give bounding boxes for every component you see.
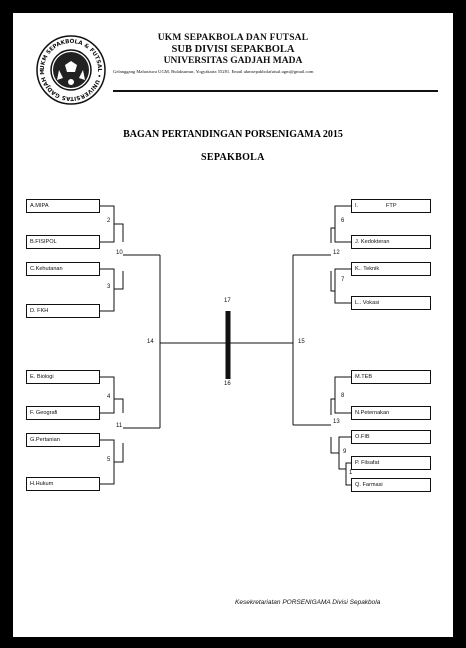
team-label-extra: FTP <box>386 203 397 209</box>
team-box-kehutanan: C.Kehutanan <box>26 262 100 276</box>
match-number: 3 <box>107 284 111 290</box>
page-subtitle: SEPAKBOLA <box>201 152 265 163</box>
header-org-name: UKM SEPAKBOLA DAN FUTSAL <box>157 33 309 43</box>
team-label: L.. Vokasi <box>355 300 380 306</box>
team-box-peternakan: N.Peternakan <box>351 406 431 420</box>
bracket-lines <box>100 205 351 486</box>
team-label: I. <box>355 203 359 209</box>
team-box-biologi: E. Biologi <box>26 370 100 384</box>
team-label: C.Kehutanan <box>30 266 63 272</box>
match-number: 4 <box>107 394 111 400</box>
team-label: Q. Farmasi <box>355 482 383 488</box>
match-number: 9 <box>343 449 347 455</box>
team-label: P. Filsafat <box>355 460 380 466</box>
team-box-kedokteran: J. Kedokteran <box>351 235 431 249</box>
team-box-farmasi: Q. Farmasi <box>351 478 431 492</box>
match-number: 13 <box>333 419 340 425</box>
team-box-fkh: D. FKH <box>26 304 100 318</box>
team-label: K.. Teknik <box>355 266 380 272</box>
footer-text: Kesekretariatan PORSENIGAMA Divisi Sepak… <box>235 599 381 606</box>
final-match-number: 17 <box>224 298 231 304</box>
ukm-logo: UKM SEPAKBOLA & FUTSAL • UNIVERSITAS GAD… <box>35 34 106 105</box>
match-number: 8 <box>341 393 345 399</box>
team-box-i-ftp: I. FTP <box>351 199 431 213</box>
team-box-geografi: F. Geografi <box>26 406 100 420</box>
page-title: BAGAN PERTANDINGAN PORSENIGAMA 2015 <box>123 129 343 140</box>
third-place-match-number: 16 <box>224 381 231 387</box>
match-number: 2 <box>107 218 111 224</box>
match-number: 10 <box>116 250 123 256</box>
header-address: Gelanggang Mahasiswa UGM, Bulaksumur, Yo… <box>113 69 314 74</box>
match-number: 1 <box>349 470 353 476</box>
team-label: H.Hukum <box>30 481 54 487</box>
match-number: 15 <box>298 339 305 345</box>
team-box-fisipol: B.FISIPOL <box>26 235 100 249</box>
team-label: N.Peternakan <box>355 410 390 416</box>
header-university: UNIVERSITAS GADJAH MADA <box>163 56 303 66</box>
team-label: G.Pertanian <box>30 437 60 443</box>
match-number: 7 <box>341 277 345 283</box>
team-label: J. Kedokteran <box>355 239 390 245</box>
team-box-teknik: K.. Teknik <box>351 262 431 276</box>
match-number: 11 <box>116 423 123 429</box>
team-box-fib: O.FIB <box>351 430 431 444</box>
match-number: 12 <box>333 250 340 256</box>
team-box-pertanian: G.Pertanian <box>26 433 100 447</box>
header-divider <box>113 90 438 92</box>
team-label: M.TEB <box>355 374 373 380</box>
team-label: F. Geografi <box>30 410 58 416</box>
match-number: 6 <box>341 218 345 224</box>
team-label: O.FIB <box>355 434 370 440</box>
team-box-filsafat: P. Filsafat <box>351 456 431 470</box>
header-sub-division: SUB DIVISI SEPAKBOLA <box>171 44 295 55</box>
team-box-hukum: H.Hukum <box>26 477 100 491</box>
team-box-vokasi: L.. Vokasi <box>351 296 431 310</box>
team-box-teb: M.TEB <box>351 370 431 384</box>
team-label: B.FISIPOL <box>30 239 57 245</box>
match-number: 5 <box>107 457 111 463</box>
team-label: E. Biologi <box>30 374 54 380</box>
bracket-document: UKM SEPAKBOLA & FUTSAL • UNIVERSITAS GAD… <box>13 13 453 637</box>
team-box-mipa: A.MIPA <box>26 199 100 213</box>
match-number: 14 <box>147 339 154 345</box>
team-label: A.MIPA <box>30 203 49 209</box>
team-label: D. FKH <box>30 308 49 314</box>
